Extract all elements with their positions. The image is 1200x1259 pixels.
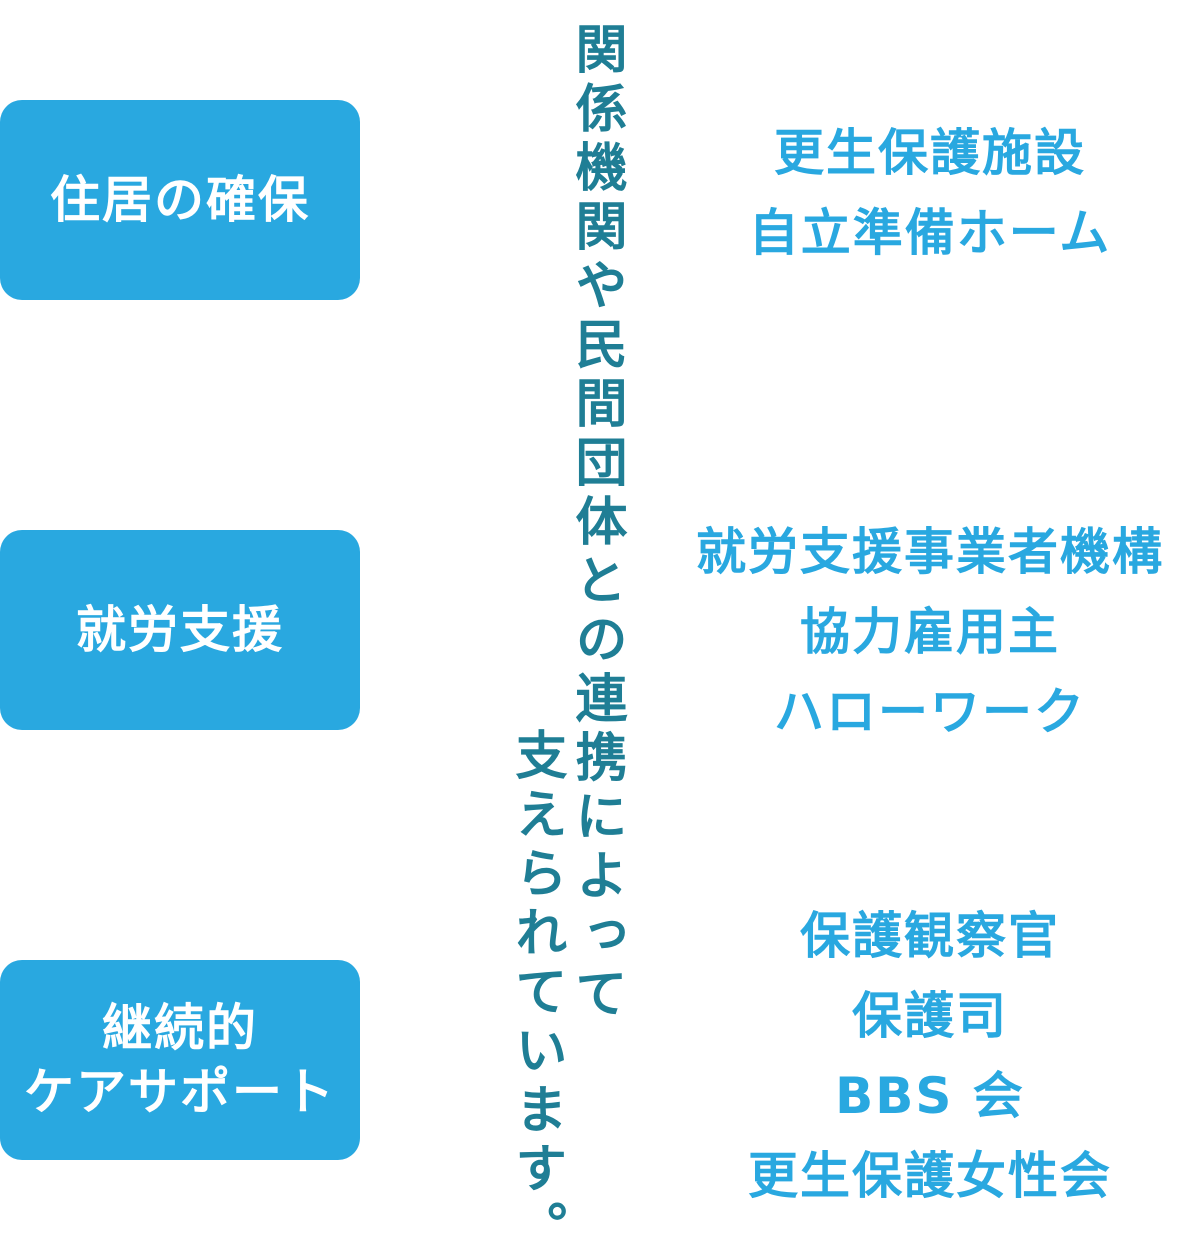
org-item: 就労支援事業者機構 bbox=[696, 523, 1164, 581]
org-item: 更生保護女性会 bbox=[748, 1147, 1112, 1205]
category-label-care-line1: 継続的 bbox=[102, 999, 258, 1057]
org-item: 保護司 bbox=[852, 987, 1008, 1045]
org-group-housing: 更生保護施設 自立準備ホーム bbox=[680, 113, 1180, 273]
org-item: 自立準備ホーム bbox=[748, 204, 1112, 262]
center-vertical-text-line2: 支えられています。 bbox=[506, 728, 566, 1259]
category-label-care-line2: ケアサポート bbox=[24, 1063, 336, 1121]
org-item: ハローワーク bbox=[774, 683, 1086, 741]
category-label-housing: 住居の確保 bbox=[50, 171, 310, 229]
org-item: 更生保護施設 bbox=[774, 124, 1086, 182]
category-label-employment: 就労支援 bbox=[76, 601, 284, 659]
org-group-employment: 就労支援事業者機構 協力雇用主 ハローワーク bbox=[680, 512, 1180, 752]
category-box-employment: 就労支援 bbox=[0, 530, 360, 730]
category-box-continuous-care: 継続的 ケアサポート bbox=[0, 960, 360, 1160]
org-group-care: 保護観察官 保護司 BBS 会 更生保護女性会 bbox=[680, 896, 1180, 1216]
org-item: 協力雇用主 bbox=[800, 603, 1060, 661]
org-item: BBS 会 bbox=[835, 1067, 1025, 1125]
center-vertical-text-line1: 関係機関や民間団体との連携によって bbox=[566, 22, 626, 1025]
category-box-housing: 住居の確保 bbox=[0, 100, 360, 300]
org-item: 保護観察官 bbox=[800, 907, 1060, 965]
